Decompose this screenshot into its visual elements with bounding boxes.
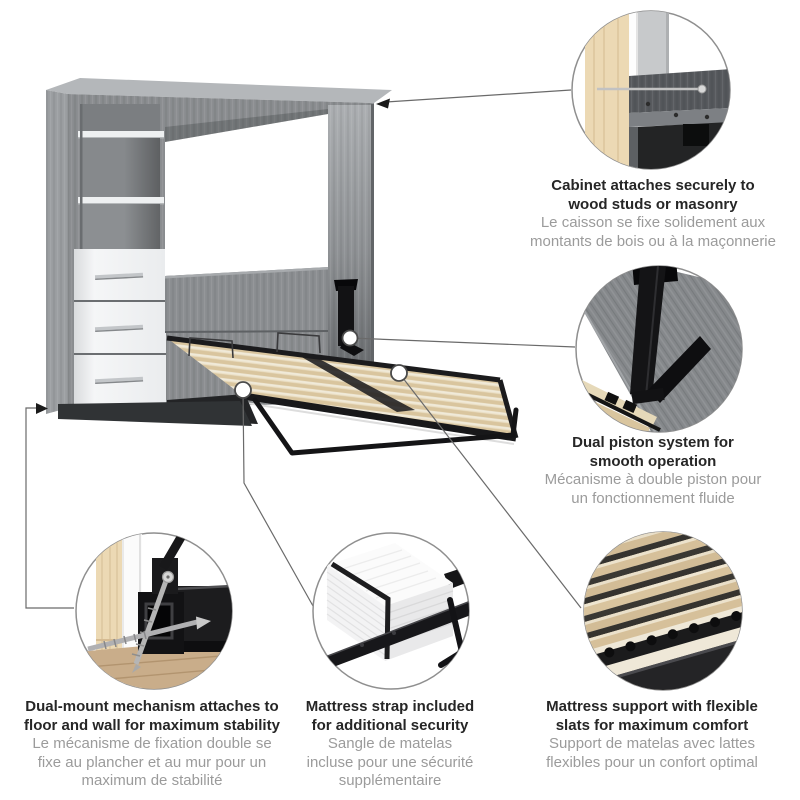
caption-mattress-strap: Mattress strap included for additional s…: [265, 698, 515, 791]
drawer-handle: [94, 272, 144, 281]
shelf-compartment: [80, 104, 160, 132]
strap-wire: [188, 337, 234, 359]
detail-circle-dual-piston: [575, 265, 743, 433]
front-rail: [242, 392, 517, 442]
caption-line-fr: fixe au plancher et au mur pour un: [37, 753, 267, 771]
caption-line-fr: incluse pour une sécurité: [306, 753, 474, 771]
piston-detail: [630, 266, 711, 405]
strap-wire: [276, 332, 321, 354]
arrowhead-left-icon: [376, 98, 390, 109]
cabinet-base: [58, 401, 252, 426]
callout-node: [341, 329, 359, 347]
caption-dual-piston: Dual piston system for smooth operation …: [503, 434, 800, 508]
callout-node: [390, 364, 408, 382]
caption-line-en: Dual-mount mechanism attaches to: [25, 698, 279, 715]
caption-line-fr: Le mécanisme de fixation double se: [32, 735, 272, 752]
callout-node: [234, 381, 252, 399]
header-underside: [165, 109, 328, 142]
arrowhead-right-icon: [36, 403, 48, 414]
connector-slat-support: [398, 372, 582, 609]
caption-line-en: Cabinet attaches securely to: [551, 177, 755, 194]
caption-line-en: smooth operation: [589, 452, 717, 470]
caption-line-fr: Mécanisme à double piston pour: [544, 471, 762, 488]
leg-bar: [252, 397, 519, 456]
connector-mattress-strap: [242, 389, 314, 607]
detail-circle-mattress-strap: [312, 532, 470, 690]
caption-line-fr: Support de matelas avec lattes: [549, 735, 755, 752]
bed-back-panel: [165, 267, 328, 333]
caption-line-fr: flexibles pour un confort optimal: [546, 753, 758, 771]
caption-line-fr: un fonctionnement fluide: [571, 489, 735, 507]
slat-deck: [167, 338, 516, 438]
connector-cabinet-mount: [385, 89, 572, 103]
caption-line-en: Mattress strap included: [305, 698, 475, 715]
drawer-handle: [94, 376, 144, 385]
center-rail: [293, 352, 415, 412]
caption-cabinet-mount: Cabinet attaches securely to wood studs …: [503, 177, 800, 251]
caption-line-fr: supplémentaire: [338, 772, 442, 789]
caption-line-en: wood studs or masonry: [568, 195, 738, 213]
caption-slat-support: Mattress support with flexible slats for…: [502, 698, 800, 772]
caption-line-fr: Le caisson se fixe solidement aux: [540, 214, 766, 231]
detail-circle-dual-mount: [75, 532, 233, 690]
frame-rail: [584, 603, 742, 677]
mattress: [326, 543, 454, 661]
cabinet-top: [46, 78, 392, 103]
caption-line-en: for additional security: [311, 716, 469, 734]
connector-dual-mount: [25, 407, 74, 609]
caption-line-fr: Sangle de matelas: [327, 735, 453, 752]
storage-column: [78, 104, 164, 249]
lag-screw: [87, 616, 211, 652]
wall-post: [638, 11, 669, 80]
wall-bed-product: [46, 78, 519, 456]
shelf-board: [78, 197, 164, 204]
caption-dual-mount: Dual-mount mechanism attaches to floor a…: [2, 698, 302, 791]
bed-frame-rail: [320, 601, 469, 672]
caption-line-en: slats for maximum comfort: [555, 716, 749, 734]
connector-dual-piston: [349, 337, 576, 348]
detail-circle-cabinet-mount: [571, 10, 731, 170]
caption-line-fr: montants de bois ou à la maçonnerie: [530, 232, 776, 250]
cabinet-opening: [165, 114, 328, 276]
shelf-board: [78, 131, 164, 138]
drawer-stack: [74, 249, 166, 405]
drawer-handle: [94, 324, 144, 333]
wood-stud: [585, 11, 629, 169]
caption-line-en: Dual piston system for: [572, 434, 734, 451]
caption-line-en: floor and wall for maximum stability: [24, 716, 280, 734]
callout-connectors: [25, 89, 582, 609]
head-rail: [166, 335, 501, 383]
caption-line-en: Mattress support with flexible: [546, 698, 758, 715]
caption-line-fr: maximum de stabilité: [81, 772, 223, 789]
